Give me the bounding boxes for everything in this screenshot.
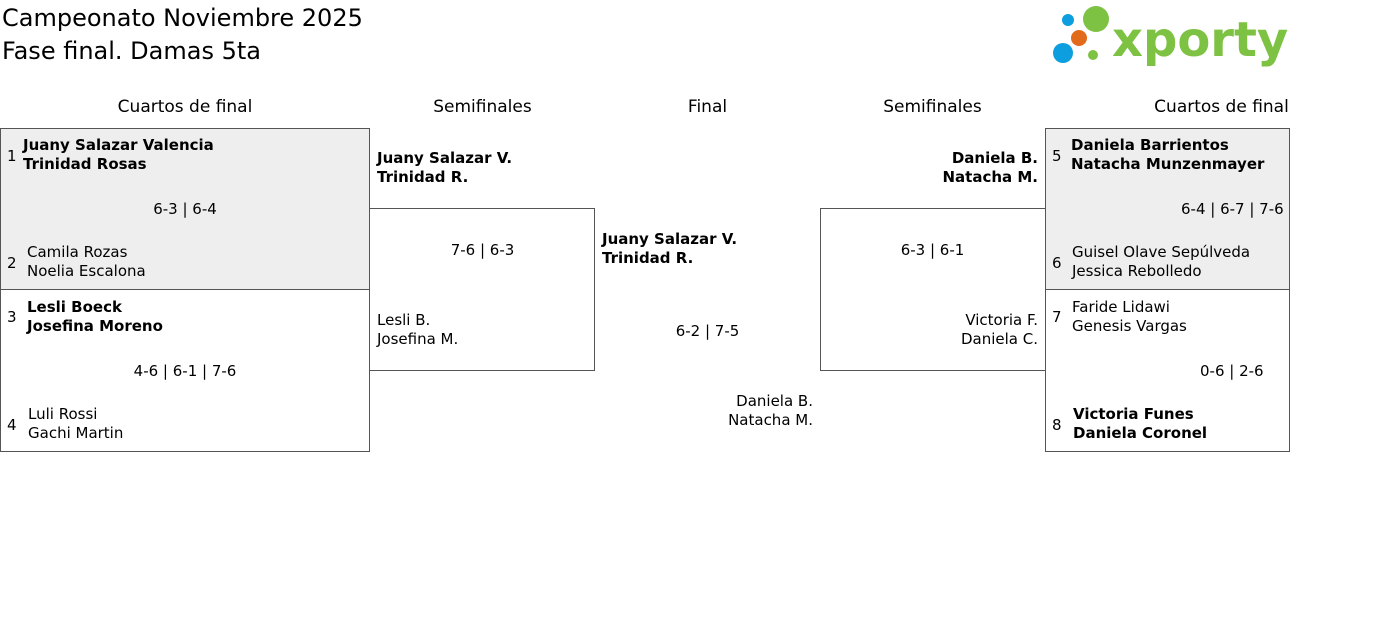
- player-name: Genesis Vargas: [1072, 317, 1187, 335]
- player-name: Josefina M.: [377, 330, 459, 348]
- player-name: Daniela B.: [951, 149, 1038, 167]
- player-name: Jessica Rebolledo: [1072, 262, 1202, 280]
- match-score: 4-6 | 6-1 | 7-6: [133, 362, 237, 380]
- player-name: Juany Salazar V.: [602, 230, 738, 248]
- player-name: Daniela C.: [960, 330, 1038, 348]
- logo-dot-orange: [1071, 30, 1087, 46]
- player-name: Victoria Funes: [1073, 405, 1194, 423]
- player-name: Juany Salazar V.: [377, 149, 513, 167]
- seed-number: 6: [1052, 254, 1062, 272]
- seed-number: 4: [7, 416, 17, 434]
- team-name: Guisel Olave Sepúlveda Jessica Rebolledo: [1072, 243, 1250, 281]
- player-name: Noelia Escalona: [27, 262, 146, 280]
- player-name: Lesli B.: [377, 311, 431, 329]
- logo-dot-blue: [1053, 43, 1073, 63]
- player-name: Trinidad R.: [377, 168, 469, 186]
- seed-number: 3: [7, 308, 17, 326]
- player-name: Natacha M.: [942, 168, 1038, 186]
- match-score: 6-4 | 6-7 | 7-6: [1181, 200, 1284, 218]
- player-name: Trinidad R.: [602, 249, 694, 267]
- player-name: Guisel Olave Sepúlveda: [1072, 243, 1251, 261]
- team-winner-name: Daniela B. Natacha M.: [942, 149, 1038, 187]
- match-score: 6-3 | 6-1: [900, 241, 965, 259]
- player-name: Lesli Boeck: [27, 298, 122, 316]
- xporty-logo: xporty: [1050, 4, 1288, 68]
- column-heading-left-semis: Semifinales: [433, 97, 532, 117]
- team-winner-name: Victoria Funes Daniela Coronel: [1073, 405, 1207, 443]
- column-heading-final: Final: [687, 97, 728, 117]
- seed-number: 8: [1052, 416, 1062, 434]
- match-box-left-qf1: [0, 128, 370, 290]
- team-name: Lesli B. Josefina M.: [377, 311, 458, 349]
- logo-dot-blue-small: [1062, 14, 1074, 26]
- logo-dot-green: [1083, 6, 1109, 32]
- page-subtitle: Fase final. Damas 5ta: [2, 37, 261, 65]
- column-heading-right-quarters: Cuartos de final: [1154, 97, 1289, 117]
- match-box-right-qf2: [1045, 289, 1290, 452]
- player-name: Trinidad Rosas: [23, 155, 147, 173]
- team-name: Daniela B. Natacha M.: [728, 392, 813, 430]
- team-name: Faride Lidawi Genesis Vargas: [1072, 298, 1187, 336]
- player-name: Natacha M.: [728, 411, 813, 429]
- team-winner-name: Lesli Boeck Josefina Moreno: [27, 298, 163, 336]
- final-score: 6-2 | 7-5: [675, 322, 740, 340]
- team-name: Victoria F. Daniela C.: [961, 311, 1038, 349]
- team-winner-name: Juany Salazar V. Trinidad R.: [602, 230, 737, 268]
- player-name: Daniela Coronel: [1073, 424, 1208, 442]
- player-name: Daniela B.: [736, 392, 813, 410]
- team-winner-name: Juany Salazar Valencia Trinidad Rosas: [23, 136, 214, 174]
- match-box-left-semi: [369, 208, 595, 371]
- seed-number: 2: [7, 254, 17, 272]
- player-name: Victoria F.: [965, 311, 1038, 329]
- seed-number: 1: [7, 147, 17, 165]
- logo-wordmark: xporty: [1112, 12, 1288, 68]
- logo-dot-green-small: [1088, 50, 1098, 60]
- player-name: Gachi Martin: [28, 424, 124, 442]
- match-box-right-qf1: [1045, 128, 1290, 290]
- column-heading-left-quarters: Cuartos de final: [117, 97, 253, 117]
- team-winner-name: Juany Salazar V. Trinidad R.: [377, 149, 512, 187]
- match-score: 0-6 | 2-6: [1200, 362, 1264, 380]
- column-heading-right-semis: Semifinales: [883, 97, 982, 117]
- match-score: 6-3 | 6-4: [153, 200, 217, 218]
- player-name: Luli Rossi: [28, 405, 98, 423]
- team-winner-name: Daniela Barrientos Natacha Munzenmayer: [1071, 136, 1264, 174]
- xporty-logo-mark: xporty: [1053, 6, 1288, 68]
- page-title: Campeonato Noviembre 2025: [2, 4, 363, 32]
- team-name: Camila Rozas Noelia Escalona: [27, 243, 146, 281]
- team-name: Luli Rossi Gachi Martin: [28, 405, 123, 443]
- match-score: 7-6 | 6-3: [450, 241, 515, 259]
- player-name: Natacha Munzenmayer: [1071, 155, 1265, 173]
- player-name: Juany Salazar Valencia: [23, 136, 214, 154]
- seed-number: 7: [1052, 308, 1062, 326]
- player-name: Faride Lidawi: [1072, 298, 1170, 316]
- seed-number: 5: [1052, 147, 1062, 165]
- player-name: Josefina Moreno: [27, 317, 163, 335]
- player-name: Daniela Barrientos: [1071, 136, 1229, 154]
- player-name: Camila Rozas: [27, 243, 128, 261]
